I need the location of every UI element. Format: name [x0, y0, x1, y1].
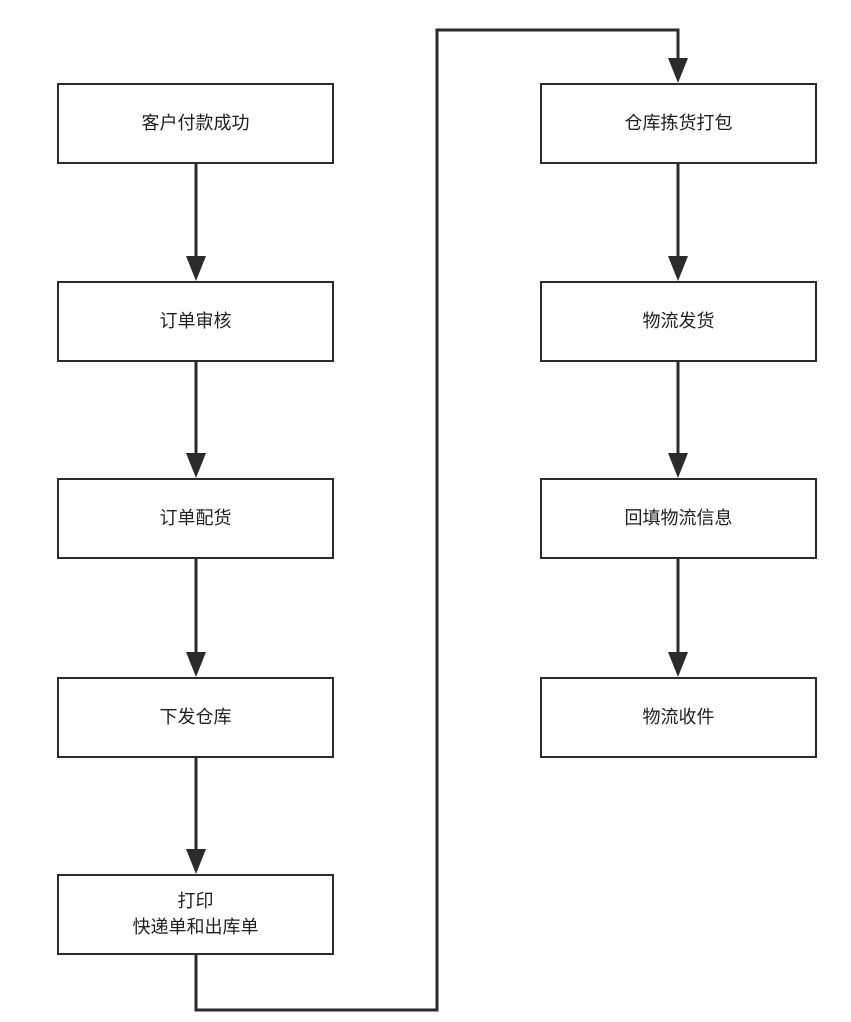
arrowhead — [668, 58, 688, 83]
node-label: 回填物流信息 — [624, 507, 733, 529]
node-logistics-pickup: 物流收件 — [540, 677, 817, 758]
node-dispatch-warehouse: 下发仓库 — [57, 677, 334, 758]
node-label: 下发仓库 — [159, 706, 232, 728]
node-logistics-shipping: 物流发货 — [540, 281, 817, 362]
node-label: 订单配货 — [159, 507, 232, 529]
node-label: 仓库拣货打包 — [624, 112, 733, 134]
node-warehouse-picking: 仓库拣货打包 — [540, 83, 817, 164]
arrowhead — [668, 652, 688, 677]
arrowhead — [668, 256, 688, 281]
arrowhead — [186, 453, 206, 478]
arrowhead — [668, 453, 688, 478]
node-label-line2: 快递单和出库单 — [132, 916, 259, 938]
node-order-review: 订单审核 — [57, 281, 334, 362]
node-backfill-tracking: 回填物流信息 — [540, 478, 817, 559]
arrowhead — [186, 256, 206, 281]
edge-print-pick — [194, 28, 680, 1012]
node-label: 物流收件 — [642, 706, 715, 728]
node-label: 客户付款成功 — [141, 112, 250, 134]
arrowhead — [186, 849, 206, 874]
arrowhead — [186, 652, 206, 677]
node-customer-payment: 客户付款成功 — [57, 83, 334, 164]
node-order-allocation: 订单配货 — [57, 478, 334, 559]
node-label-line1: 打印 — [177, 890, 214, 912]
node-print-labels: 打印 快递单和出库单 — [57, 874, 334, 955]
node-label: 物流发货 — [642, 310, 715, 332]
node-label: 订单审核 — [159, 310, 232, 332]
